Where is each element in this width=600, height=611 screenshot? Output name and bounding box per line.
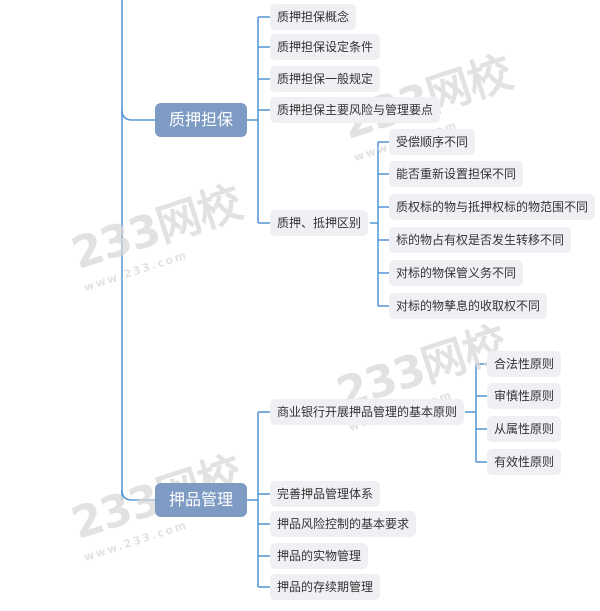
sub-node[interactable]: 押品的实物管理 [270, 543, 369, 569]
leaf-node[interactable]: 审慎性原则 [487, 383, 562, 409]
leaf-node[interactable]: 受偿顺序不同 [389, 129, 476, 155]
sub-node[interactable]: 押品的存续期管理 [270, 574, 381, 600]
leaf-node[interactable]: 有效性原则 [487, 449, 562, 475]
sub-node[interactable]: 商业银行开展押品管理的基本原则 [270, 399, 465, 425]
leaf-node[interactable]: 对标的物孳息的收取权不同 [389, 293, 548, 319]
sub-node[interactable]: 押品风险控制的基本要求 [270, 511, 417, 537]
sub-node[interactable]: 质押担保概念 [270, 4, 357, 30]
leaf-node[interactable]: 合法性原则 [487, 351, 562, 377]
connector-line [121, 489, 155, 501]
sub-node[interactable]: 完善押品管理体系 [270, 481, 381, 507]
leaf-node[interactable]: 标的物占有权是否发生转移不同 [389, 227, 572, 253]
sub-node[interactable]: 质押、抵押区别 [270, 210, 369, 236]
connector-line [121, 109, 155, 121]
leaf-node[interactable]: 能否重新设置担保不同 [389, 161, 524, 187]
sub-node[interactable]: 质押担保设定条件 [270, 34, 381, 60]
main-node-collateral-management[interactable]: 押品管理 [155, 483, 247, 517]
sub-node[interactable]: 质押担保主要风险与管理要点 [270, 97, 441, 123]
sub-node[interactable]: 质押担保一般规定 [270, 66, 381, 92]
main-node-pledge-guarantee[interactable]: 质押担保 [155, 103, 247, 137]
leaf-node[interactable]: 从属性原则 [487, 416, 562, 442]
leaf-node[interactable]: 质权标的物与抵押权标的物范围不同 [389, 194, 596, 220]
leaf-node[interactable]: 对标的物保管义务不同 [389, 260, 524, 286]
